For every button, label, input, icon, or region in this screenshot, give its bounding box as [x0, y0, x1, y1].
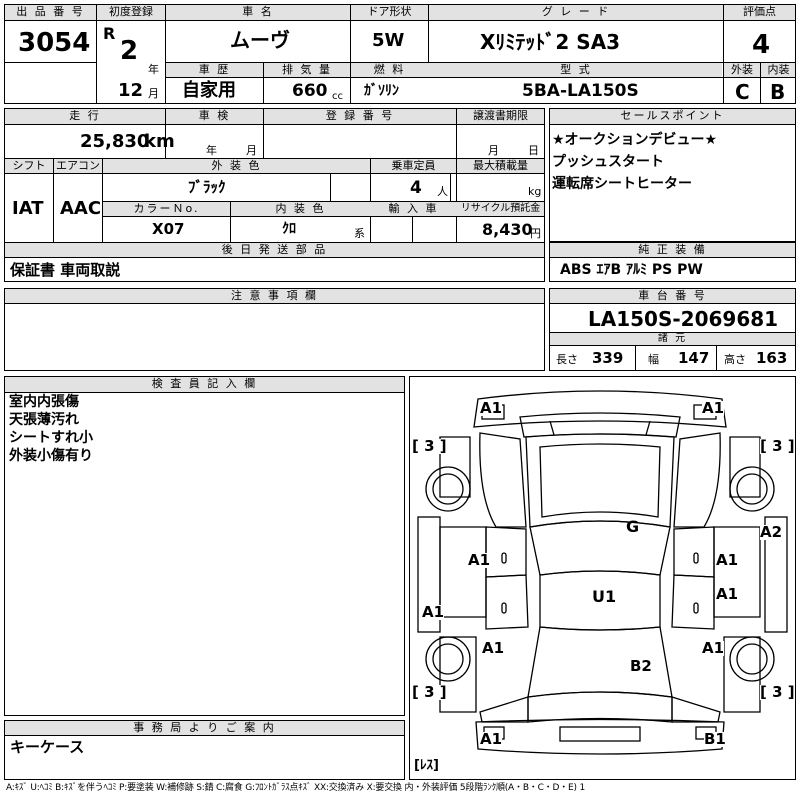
chassis-block	[549, 288, 796, 371]
model-code: 5BA-LA150S	[522, 81, 639, 101]
first-reg-month: 12	[118, 80, 144, 101]
mark-quarter-left: A1	[482, 639, 505, 657]
score: 4	[752, 30, 771, 60]
height: 163	[756, 349, 788, 367]
first-reg-year: 2	[120, 36, 139, 66]
mark-door-rr-upper: A1	[716, 585, 739, 603]
capacity: 4	[410, 178, 422, 198]
chassis-number: LA150S-2069681	[588, 307, 779, 331]
mark-rear-right: B1	[704, 730, 726, 748]
office-note: キーケース	[10, 738, 85, 756]
mark-door-fl: A1	[468, 551, 491, 569]
lot-label: 出 品 番 号	[16, 5, 85, 18]
sales-point-line: プッシュスタート	[552, 154, 664, 170]
displacement: 660	[292, 81, 328, 101]
air-conditioner: AAC	[60, 198, 102, 219]
mark-tire-fr: [ 3 ]	[760, 437, 795, 455]
mark-tire-rr: [ 3 ]	[760, 683, 795, 701]
mark-hood: G	[626, 517, 640, 536]
era-label: R	[103, 24, 116, 43]
inspector-note: シートすれ小	[9, 430, 93, 446]
sales-point-block	[549, 108, 796, 242]
mark-quarter-right: A1	[702, 639, 725, 657]
car-name: ムーヴ	[230, 28, 290, 52]
mark-front-left: A1	[480, 399, 503, 417]
mark-spare: [ﾚｽ]	[414, 758, 439, 773]
damage-diagram: A1 A1 [ 3 ] [ 3 ] G A2 A1 A1 A1 A1 U1 A1…	[409, 376, 796, 780]
door-type: 5W	[372, 30, 405, 51]
mark-sill-left: A1	[422, 603, 445, 621]
color-number: X07	[152, 220, 185, 238]
score-label: 評価点	[743, 5, 776, 18]
equipment-block	[549, 242, 796, 282]
history: 自家用	[182, 80, 236, 101]
mark-trunk: B2	[630, 657, 652, 675]
length: 339	[592, 349, 624, 367]
mark-rear-left: A1	[480, 730, 503, 748]
mark-tire-fl: [ 3 ]	[412, 437, 447, 455]
fuel: ｶﾞｿﾘﾝ	[364, 83, 399, 99]
inspector-note: 室内内張傷	[9, 394, 79, 410]
door-label: ドア形状	[367, 5, 412, 18]
office-block	[4, 720, 405, 780]
first-reg-label: 初度登録	[109, 5, 153, 18]
mark-tire-rl: [ 3 ]	[412, 683, 447, 701]
mark-front-right: A1	[702, 399, 725, 417]
mark-door-fr: A1	[716, 551, 739, 569]
equipment: ABS ｴｱB ｱﾙﾐ PS PW	[560, 262, 703, 278]
exterior-color: ﾌﾞﾗｯｸ	[188, 178, 226, 196]
header-block	[4, 4, 796, 104]
inspector-block	[4, 376, 405, 716]
recycle-fee: 8,430	[482, 220, 533, 239]
mark-fender-right: A2	[760, 523, 783, 541]
grade-label: グ レ ー ド	[541, 5, 611, 18]
interior-color: ｸﾛ	[282, 221, 296, 237]
car-name-label: 車 名	[242, 5, 274, 18]
grade: Xﾘﾐﾃｯﾄﾞ2 SA3	[480, 30, 621, 54]
sales-point-line: ★オークションデビュー★	[552, 132, 718, 148]
vehicle-info-block	[4, 108, 545, 282]
width: 147	[678, 349, 710, 367]
later-parts: 保証書 車両取説	[10, 261, 121, 279]
legend: A:ｷｽﾞ U:ﾍｺﾐ B:ｷｽﾞを伴うﾍｺﾐ P:要塗装 W:補修跡 S:錆 …	[6, 783, 585, 793]
exterior-grade: C	[735, 80, 750, 104]
shift: IAT	[12, 198, 44, 219]
notes-block	[4, 288, 545, 371]
inspector-note: 天張薄汚れ	[9, 412, 79, 428]
interior-grade: B	[770, 80, 786, 104]
inspector-note: 外装小傷有り	[9, 448, 93, 464]
mark-roof: U1	[592, 587, 617, 606]
sales-point-line: 運転席シートヒーター	[552, 176, 692, 192]
mileage: 25,830	[80, 131, 150, 152]
lot-number: 3054	[18, 28, 91, 58]
